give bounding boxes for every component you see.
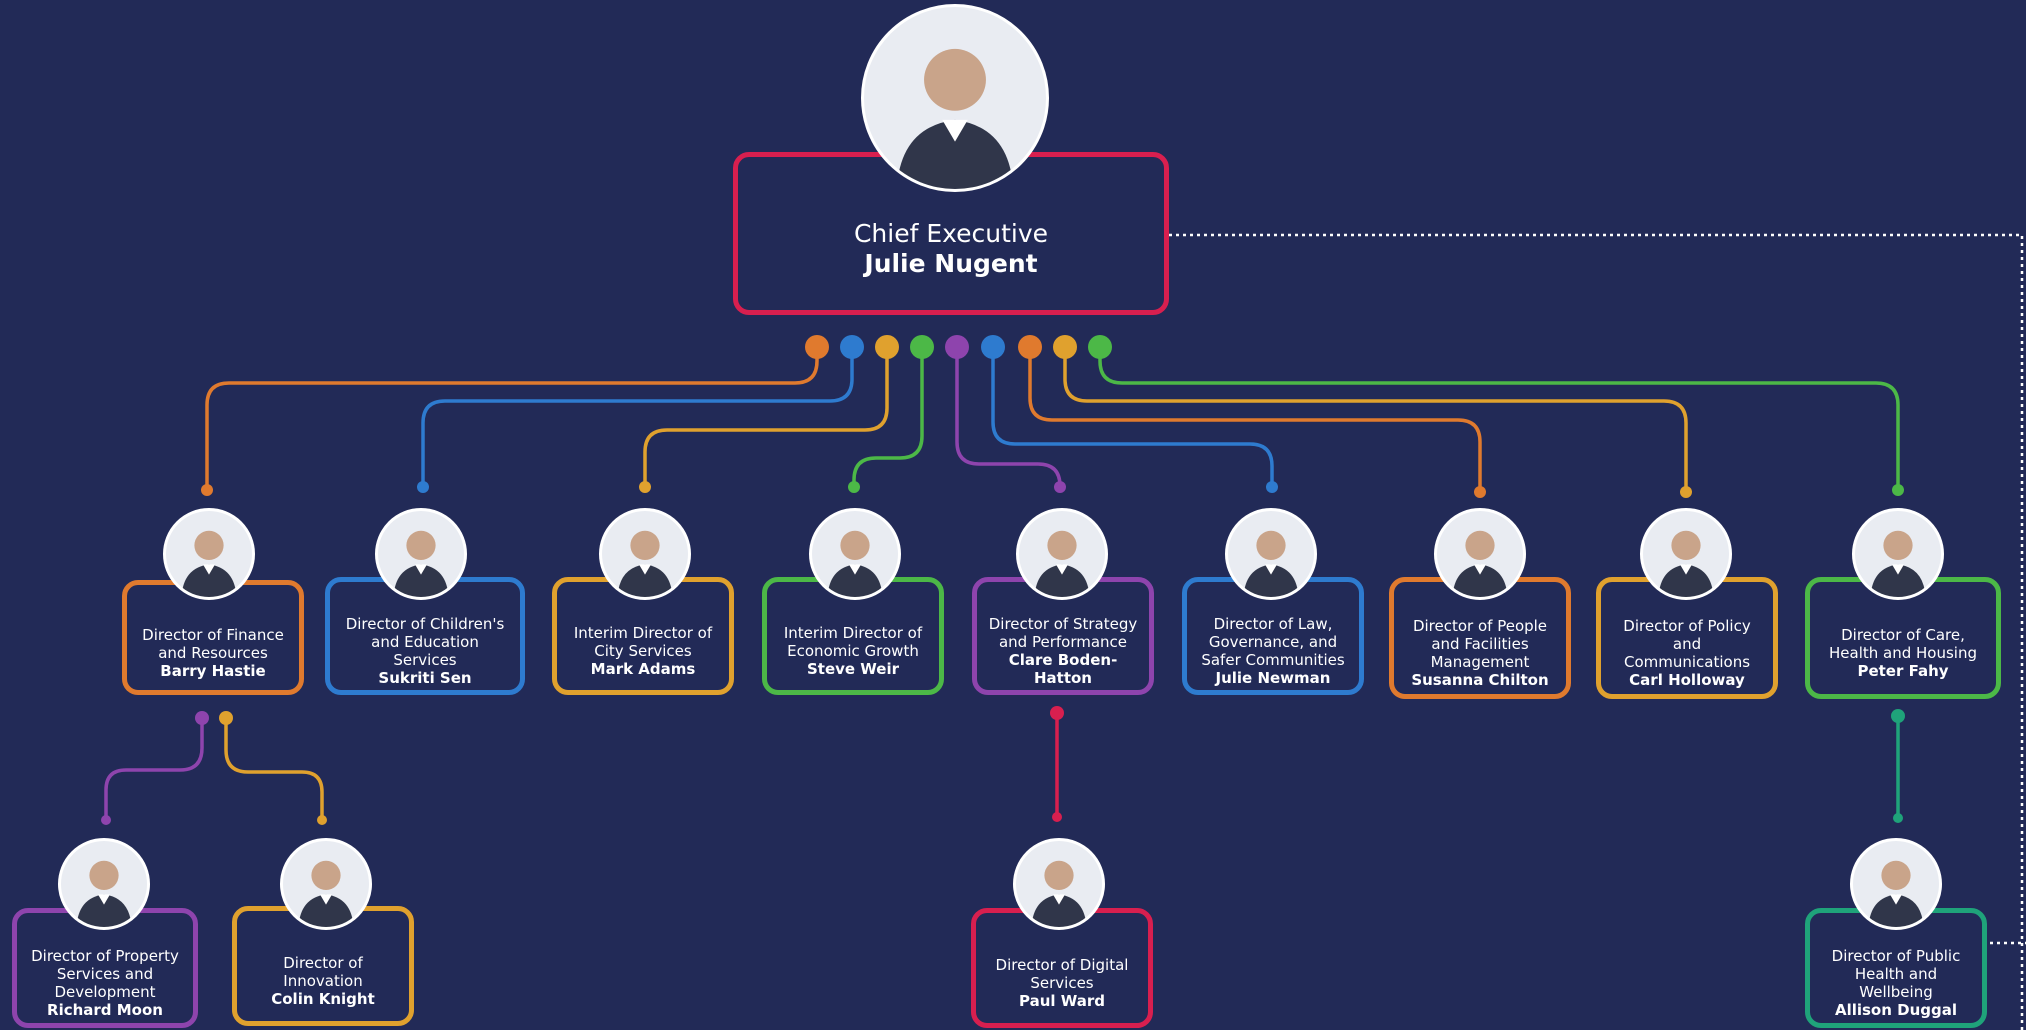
director-card-finance: Director of Finance and Resources Barry … (122, 580, 304, 695)
director-card-strategy: Director of Strategy and Performance Cla… (972, 577, 1154, 695)
director-card-people: Director of People and Facilities Manage… (1389, 577, 1571, 699)
director-card-city-services: Interim Director of City Services Mark A… (552, 577, 734, 695)
director-role: Director of Strategy and Performance (988, 615, 1138, 651)
connector-line (852, 345, 924, 489)
connector-hub-dot (195, 711, 209, 725)
connector-hub-dot (1891, 709, 1905, 723)
subdirector-role: Director of Digital Services (995, 956, 1129, 992)
connector-hub-dot (1088, 335, 1112, 359)
connector-line (1028, 345, 1482, 494)
director-role: Director of Law, Governance, and Safer C… (1201, 615, 1345, 669)
director-role: Director of Finance and Resources (142, 625, 284, 662)
director-name: Julie Newman (1215, 669, 1331, 687)
director-photo (1640, 508, 1732, 600)
director-photo (1434, 508, 1526, 600)
director-role: Interim Director of City Services (573, 624, 713, 660)
connector-end-dot (1052, 812, 1062, 822)
connector-end-dot (1054, 481, 1066, 493)
connector-line (421, 345, 854, 489)
connector-hub-dot (219, 711, 233, 725)
director-photo (375, 508, 467, 600)
connector-end-dot (317, 815, 327, 825)
director-role: Director of People and Facilities Manage… (1412, 617, 1548, 671)
director-role: Interim Director of Economic Growth (783, 624, 923, 660)
connector-hub-dot (875, 335, 899, 359)
connector-hub-dot (945, 335, 969, 359)
director-card-economic-growth: Interim Director of Economic Growth Stev… (762, 577, 944, 695)
connector-hub-dot (1018, 335, 1042, 359)
subdirector-role: Director of Innovation (283, 954, 363, 990)
connector-line (991, 345, 1274, 489)
director-name: Steve Weir (806, 660, 900, 678)
director-photo (1852, 508, 1944, 600)
subdirector-role: Director of Public Health and Wellbeing (1831, 947, 1961, 1001)
connector-line (205, 345, 819, 492)
director-name: Peter Fahy (1857, 662, 1949, 680)
connector-end-dot (1680, 486, 1692, 498)
connector-end-dot (1474, 486, 1486, 498)
connector-hub-dot (981, 335, 1005, 359)
director-photo (599, 508, 691, 600)
director-role: Director of Children's and Education Ser… (345, 615, 505, 669)
connector-end-dot (1266, 481, 1278, 493)
connector-line (955, 345, 1062, 489)
director-name: Mark Adams (590, 660, 696, 678)
director-name: Sukriti Sen (378, 669, 472, 687)
subdirector-photo (280, 838, 372, 930)
director-name: Susanna Chilton (1411, 671, 1549, 689)
subdirector-name: Colin Knight (271, 990, 375, 1008)
connector-line (1098, 345, 1900, 492)
connector-end-dot (639, 481, 651, 493)
connector-end-dot (848, 481, 860, 493)
subdirector-photo (1850, 838, 1942, 930)
subdirector-name: Allison Duggal (1834, 1001, 1958, 1019)
director-name: Clare Boden-Hatton (1008, 651, 1118, 687)
director-card-care-health: Director of Care, Health and Housing Pet… (1805, 577, 2001, 699)
connector-line (104, 716, 204, 822)
connector-end-dot (201, 484, 213, 496)
connector-hub-dot (910, 335, 934, 359)
director-role: Director of Policy and Communications (1623, 617, 1751, 671)
director-name: Barry Hastie (160, 661, 266, 680)
ceo-name: Julie Nugent (864, 248, 1038, 278)
connector-hub-dot (805, 335, 829, 359)
ceo-photo (861, 4, 1049, 192)
subdirector-name: Paul Ward (1018, 992, 1106, 1010)
director-photo (1016, 508, 1108, 600)
director-name: Carl Holloway (1629, 671, 1745, 689)
subdirector-photo (1013, 838, 1105, 930)
subdirector-photo (58, 838, 150, 930)
connector-end-dot (101, 815, 111, 825)
connector-hub-dot (1050, 706, 1064, 720)
subdirector-name: Richard Moon (47, 1001, 163, 1019)
connector-end-dot (417, 481, 429, 493)
director-photo (1225, 508, 1317, 600)
director-photo (809, 508, 901, 600)
director-role: Director of Care, Health and Housing (1829, 626, 1977, 662)
connector-line (1063, 345, 1688, 494)
subdirector-role: Director of Property Services and Develo… (31, 947, 179, 1001)
connector-line (224, 716, 324, 822)
connector-hub-dot (840, 335, 864, 359)
director-photo (163, 508, 255, 600)
connector-line (643, 345, 889, 489)
connector-hub-dot (1053, 335, 1077, 359)
ceo-role: Chief Executive (853, 218, 1049, 248)
connector-end-dot (1893, 813, 1903, 823)
connector-end-dot (1892, 484, 1904, 496)
